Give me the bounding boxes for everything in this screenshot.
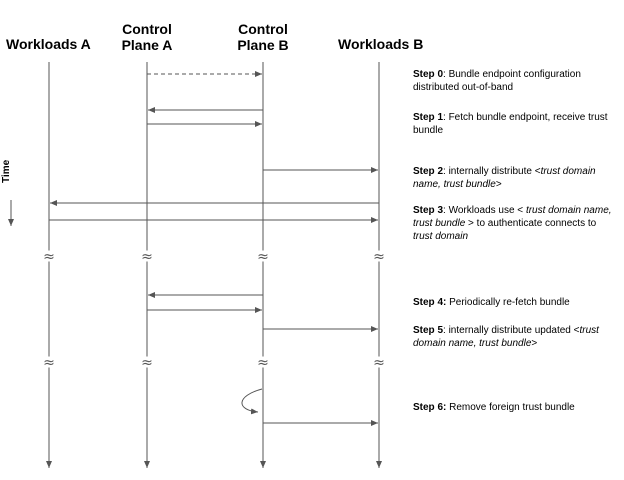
step-6-note: Step 6: Remove foreign trust bundle	[413, 401, 618, 414]
break-markers-row1	[42, 250, 387, 262]
lane-title-line: Control	[122, 21, 172, 37]
break-symbol: ≈	[257, 249, 269, 265]
step-2-note: Step 2: internally distribute <trust dom…	[413, 165, 618, 191]
break-symbol: ≈	[373, 249, 385, 265]
step-4-note: Step 4: Periodically re-fetch bundle	[413, 296, 618, 309]
step-text-emphasis: trust domain name, trust bundle	[413, 205, 612, 229]
step-0-note: Step 0: Bundle endpoint configuration di…	[413, 68, 618, 94]
step-1-note: Step 1: Fetch bundle endpoint, receive t…	[413, 111, 618, 137]
step-text: Periodically re-fetch bundle	[446, 297, 570, 308]
lane-title-line: Plane A	[121, 37, 173, 53]
break-symbol: ≈	[43, 249, 55, 265]
lane-title-workloads-a: Workloads A	[6, 36, 91, 52]
step-text: : internally distribute updated <	[443, 325, 580, 336]
arrow-step6-self-loop	[241, 388, 263, 415]
lane-title-line: Plane B	[237, 37, 289, 53]
step-label: Step 5	[413, 325, 444, 336]
step-text: : internally distribute <	[443, 166, 541, 177]
lane-title-line: Control	[238, 21, 288, 37]
lane-title-control-plane-a: Control Plane A	[112, 21, 182, 53]
step-text: Remove foreign trust bundle	[446, 402, 575, 413]
step-5-note: Step 5: internally distribute updated <t…	[413, 324, 618, 350]
step-text: : Workloads use <	[443, 205, 526, 216]
step-text-emphasis: trust domain name, trust bundle	[413, 166, 596, 190]
lane-title-workloads-b: Workloads B	[338, 36, 424, 52]
step-text: >	[495, 179, 502, 190]
step-label: Step 2	[413, 166, 444, 177]
step-text: >	[531, 338, 538, 349]
step-3-note: Step 3: Workloads use < trust domain nam…	[413, 204, 618, 243]
step-text-emphasis: trust domain name, trust bundle	[413, 325, 599, 349]
step-label: Step 4:	[413, 297, 447, 308]
break-symbol: ≈	[141, 249, 153, 265]
break-symbol: ≈	[373, 355, 385, 371]
step-text: : Fetch bundle endpoint, receive trust b…	[413, 112, 608, 136]
break-markers-row2	[42, 356, 387, 368]
time-axis-label: Time	[1, 159, 12, 183]
step-label: Step 6:	[413, 402, 447, 413]
step-text: : Bundle endpoint configuration distribu…	[413, 69, 581, 93]
lane-title-control-plane-b: Control Plane B	[228, 21, 298, 53]
break-symbols: ≈ ≈ ≈ ≈ ≈ ≈ ≈ ≈	[43, 249, 385, 371]
break-symbol: ≈	[257, 355, 269, 371]
step-label: Step 1	[413, 112, 444, 123]
break-symbol: ≈	[141, 355, 153, 371]
step-label: Step 3	[413, 205, 444, 216]
break-symbol: ≈	[43, 355, 55, 371]
step-text-emphasis: trust domain	[413, 231, 469, 242]
step-label: Step 0	[413, 69, 444, 80]
step-text: > to authenticate connects to	[465, 218, 597, 229]
